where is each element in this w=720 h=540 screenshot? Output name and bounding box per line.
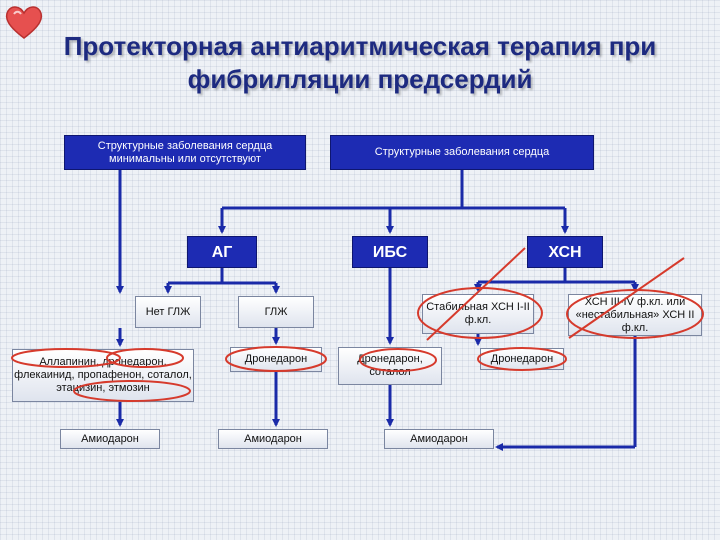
box-no-glzh-label: Нет ГЛЖ [145, 305, 191, 318]
highlight-ellipse-dronedarone-left [106, 348, 184, 368]
box-amiodarone-2: Амиодарон [218, 429, 328, 449]
box-amiodarone-2-label: Амиодарон [244, 432, 302, 445]
page-title: Протекторная антиаритмическая терапия пр… [30, 30, 690, 96]
box-ibs: ИБС [352, 236, 428, 268]
box-stable-hsn: Стабильная ХСН I-II ф.кл. [422, 294, 534, 334]
strike-line [426, 247, 526, 341]
box-ag: АГ [187, 236, 257, 268]
highlight-ellipse-allapinin [11, 348, 121, 368]
title-line-1: Протекторная антиаритмическая терапия пр… [63, 31, 657, 61]
highlight-ellipse-dronedarone-glzh [225, 346, 327, 372]
box-hsn-severe-label: ХСН III-IV ф.кл. или «нестабильная» ХСН … [575, 295, 695, 334]
box-drugs-no-glzh: Аллапинин, дронедарон, флекаинид, пропаф… [12, 349, 194, 402]
heart-icon [5, 6, 43, 39]
box-stable-hsn-label: Стабильная ХСН I-II ф.кл. [426, 301, 530, 326]
box-ibs-label: ИБС [372, 243, 408, 261]
box-structural-disease: Структурные заболевания сердца [330, 135, 594, 170]
box-hsn: ХСН [527, 236, 603, 268]
box-minimal-structural-disease-label: Структурные заболевания сердца минимальн… [97, 139, 273, 165]
highlight-ellipse-dronedarone-stable [477, 347, 567, 371]
box-amiodarone-1-label: Амиодарон [81, 432, 139, 445]
highlight-ellipse-hsn-severe [566, 289, 704, 339]
strike-line-2 [568, 257, 685, 339]
highlight-ellipse-etacizin [73, 380, 191, 402]
box-amiodarone-1: Амиодарон [60, 429, 160, 449]
highlight-ellipse-dronedarone-ibs [359, 348, 437, 372]
title-line-2: фибрилляции предсердий [187, 64, 533, 94]
box-hsn-severe: ХСН III-IV ф.кл. или «нестабильная» ХСН … [568, 294, 702, 336]
box-glzh: ГЛЖ [238, 296, 314, 328]
box-drug-glzh-label: Дронедарон [244, 353, 308, 365]
box-structural-disease-label: Структурные заболевания сердца [374, 146, 550, 158]
box-amiodarone-3: Амиодарон [384, 429, 494, 449]
box-drug-stable-hsn-label: Дронедарон [490, 352, 554, 365]
box-minimal-structural-disease: Структурные заболевания сердца минимальн… [64, 135, 306, 170]
highlight-ellipse-stable-hsn [417, 287, 543, 339]
box-hsn-label: ХСН [548, 243, 582, 261]
box-drugs-no-glzh-label: Аллапинин, дронедарон, флекаинид, пропаф… [14, 356, 192, 394]
box-glzh-label: ГЛЖ [264, 305, 288, 318]
box-no-glzh: Нет ГЛЖ [135, 296, 201, 328]
box-drug-ibs: Дронедарон, соталол [338, 347, 442, 385]
box-amiodarone-3-label: Амиодарон [410, 432, 468, 445]
box-ag-label: АГ [211, 243, 233, 261]
